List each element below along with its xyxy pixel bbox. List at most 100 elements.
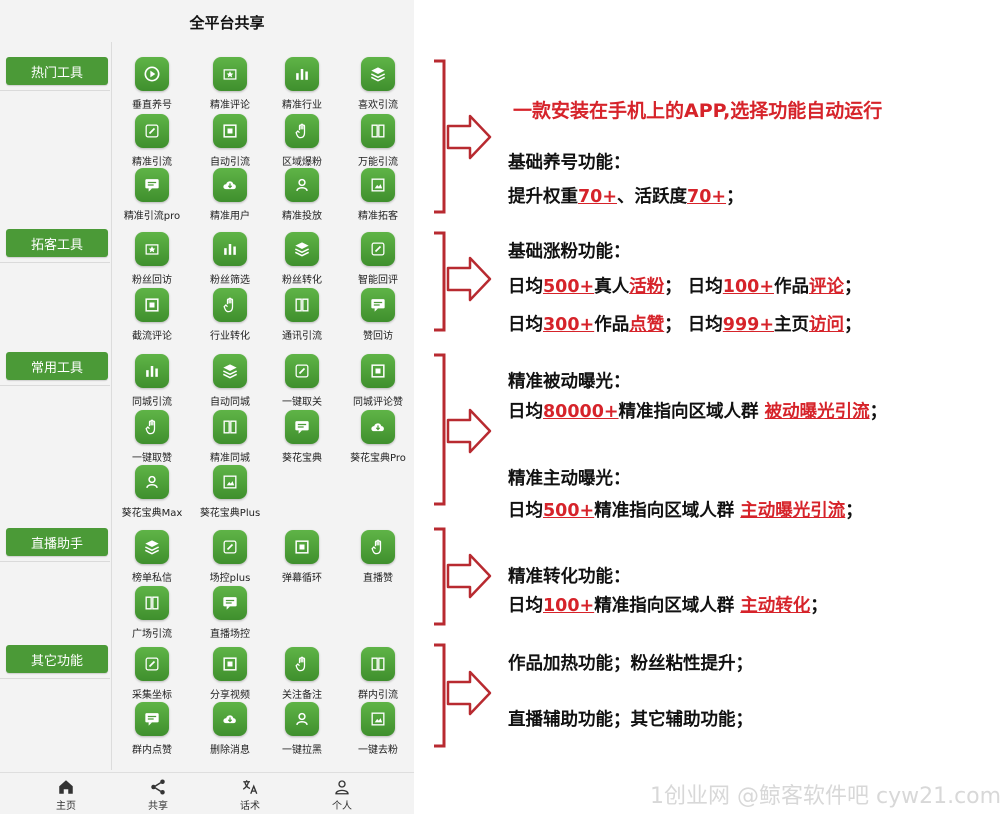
- highlight-text: 评论: [809, 277, 844, 297]
- star-icon: [135, 232, 169, 266]
- tool-button[interactable]: 精准引流pro: [112, 168, 192, 222]
- sidebar-divider: [111, 42, 112, 770]
- tool-button[interactable]: 智能回评: [338, 232, 418, 286]
- tool-label: 自动同城: [210, 397, 250, 408]
- layers-icon: [213, 354, 247, 388]
- tool-button[interactable]: 弹幕循环: [262, 530, 342, 584]
- tool-button[interactable]: 广场引流: [112, 586, 192, 640]
- plain-text: 日均: [508, 277, 543, 297]
- tool-button[interactable]: 万能引流: [338, 114, 418, 168]
- category-live-assistant[interactable]: 直播助手: [6, 528, 108, 556]
- tool-button[interactable]: 群内引流: [338, 647, 418, 701]
- tool-button[interactable]: 葵花宝典Max: [112, 465, 192, 519]
- tool-label: 粉丝转化: [282, 275, 322, 286]
- tool-label: 直播赞: [363, 573, 393, 584]
- tool-label: 精准投放: [282, 211, 322, 222]
- nav-profile[interactable]: 个人: [312, 778, 372, 812]
- tool-button[interactable]: 赞回访: [338, 288, 418, 342]
- section-passive-exposure-title: 精准被动曝光：: [508, 372, 631, 392]
- section-heating-line: 作品加热功能；粉丝粘性提升；: [508, 654, 753, 674]
- tool-button[interactable]: 精准评论: [190, 57, 270, 111]
- tool-button[interactable]: 截流评论: [112, 288, 192, 342]
- share-icon: [151, 779, 165, 795]
- tool-button[interactable]: 一键取关: [262, 354, 342, 408]
- message-icon: [213, 586, 247, 620]
- tool-button[interactable]: 粉丝回访: [112, 232, 192, 286]
- tool-button[interactable]: 场控plus: [190, 530, 270, 584]
- tool-button[interactable]: 粉丝筛选: [190, 232, 270, 286]
- nav-scripts[interactable]: 话术: [220, 778, 280, 812]
- tool-button[interactable]: 群内点赞: [112, 702, 192, 756]
- highlight-text: 被动曝光引流: [764, 402, 870, 422]
- tool-label: 榜单私信: [132, 573, 172, 584]
- tool-button[interactable]: 同城评论赞: [338, 354, 418, 408]
- home-icon: [59, 780, 73, 794]
- tool-button[interactable]: 榜单私信: [112, 530, 192, 584]
- plain-text: 精准指向区域人群: [594, 596, 741, 616]
- person-icon: [335, 780, 349, 795]
- tool-button[interactable]: 粉丝转化: [262, 232, 342, 286]
- tool-button[interactable]: 垂直养号: [112, 57, 192, 111]
- tool-button[interactable]: 同城引流: [112, 354, 192, 408]
- highlight-text: 活粉: [629, 277, 665, 297]
- tool-button[interactable]: 精准同城: [190, 410, 270, 464]
- plain-text: 精准指向区域人群: [594, 501, 741, 521]
- category-common-tools[interactable]: 常用工具: [6, 352, 108, 380]
- tool-button[interactable]: 葵花宝典Pro: [338, 410, 418, 464]
- frame-icon: [135, 288, 169, 322]
- tool-label: 粉丝筛选: [210, 275, 250, 286]
- tool-label: 葵花宝典Pro: [350, 453, 406, 464]
- bracket-arrow-icon: [434, 353, 492, 506]
- category-other-functions[interactable]: 其它功能: [6, 645, 108, 673]
- sidebar-separator: [0, 90, 110, 91]
- layers-icon: [285, 232, 319, 266]
- book-icon: [361, 647, 395, 681]
- nav-home[interactable]: 主页: [36, 778, 96, 812]
- tool-label: 精准用户: [210, 211, 250, 222]
- category-hot-tools[interactable]: 热门工具: [6, 57, 108, 85]
- section-basic-account-line: 提升权重70+、活跃度70+；: [508, 183, 744, 208]
- highlight-text: 主动转化: [740, 596, 811, 616]
- tool-button[interactable]: 自动同城: [190, 354, 270, 408]
- nav-share[interactable]: 共享: [128, 778, 188, 812]
- hand-icon: [135, 410, 169, 444]
- tool-button[interactable]: 精准引流: [112, 114, 192, 168]
- tool-button[interactable]: 喜欢引流: [338, 57, 418, 111]
- nav-share-label: 共享: [148, 801, 168, 812]
- tool-button[interactable]: 精准用户: [190, 168, 270, 222]
- highlight-text: 999+: [722, 315, 774, 335]
- section-basic-fans-title: 基础涨粉功能：: [508, 242, 631, 262]
- tool-button[interactable]: 一键取赞: [112, 410, 192, 464]
- plain-text: 精准指向区域人群: [618, 402, 765, 422]
- tool-label: 群内引流: [358, 690, 398, 701]
- tool-button[interactable]: 采集坐标: [112, 647, 192, 701]
- tool-button[interactable]: 通讯引流: [262, 288, 342, 342]
- tool-label: 精准同城: [210, 453, 250, 464]
- tool-button[interactable]: 直播赞: [338, 530, 418, 584]
- tool-label: 同城引流: [132, 397, 172, 408]
- tool-button[interactable]: 区域爆粉: [262, 114, 342, 168]
- tool-button[interactable]: 精准投放: [262, 168, 342, 222]
- edit-icon: [361, 232, 395, 266]
- tool-button[interactable]: 一键拉黑: [262, 702, 342, 756]
- tool-button[interactable]: 关注备注: [262, 647, 342, 701]
- frame-icon: [361, 354, 395, 388]
- highlight-text: 500+: [543, 277, 595, 297]
- tool-button[interactable]: 一键去粉: [338, 702, 418, 756]
- tool-label: 关注备注: [282, 690, 322, 701]
- section-basic-fans-line-1: 日均500+真人活粉； 日均100+作品评论；: [508, 273, 862, 298]
- tool-label: 直播场控: [210, 629, 250, 640]
- tool-button[interactable]: 删除消息: [190, 702, 270, 756]
- tool-label: 一键取关: [282, 397, 322, 408]
- tool-button[interactable]: 直播场控: [190, 586, 270, 640]
- cloud-icon: [213, 702, 247, 736]
- tool-button[interactable]: 行业转化: [190, 288, 270, 342]
- nav-profile-label: 个人: [332, 801, 352, 812]
- tool-button[interactable]: 精准行业: [262, 57, 342, 111]
- tool-button[interactable]: 精准拓客: [338, 168, 418, 222]
- tool-button[interactable]: 葵花宝典Plus: [190, 465, 270, 519]
- tool-button[interactable]: 分享视频: [190, 647, 270, 701]
- tool-button[interactable]: 自动引流: [190, 114, 270, 168]
- category-customer-tools[interactable]: 拓客工具: [6, 229, 108, 257]
- tool-button[interactable]: 葵花宝典: [262, 410, 342, 464]
